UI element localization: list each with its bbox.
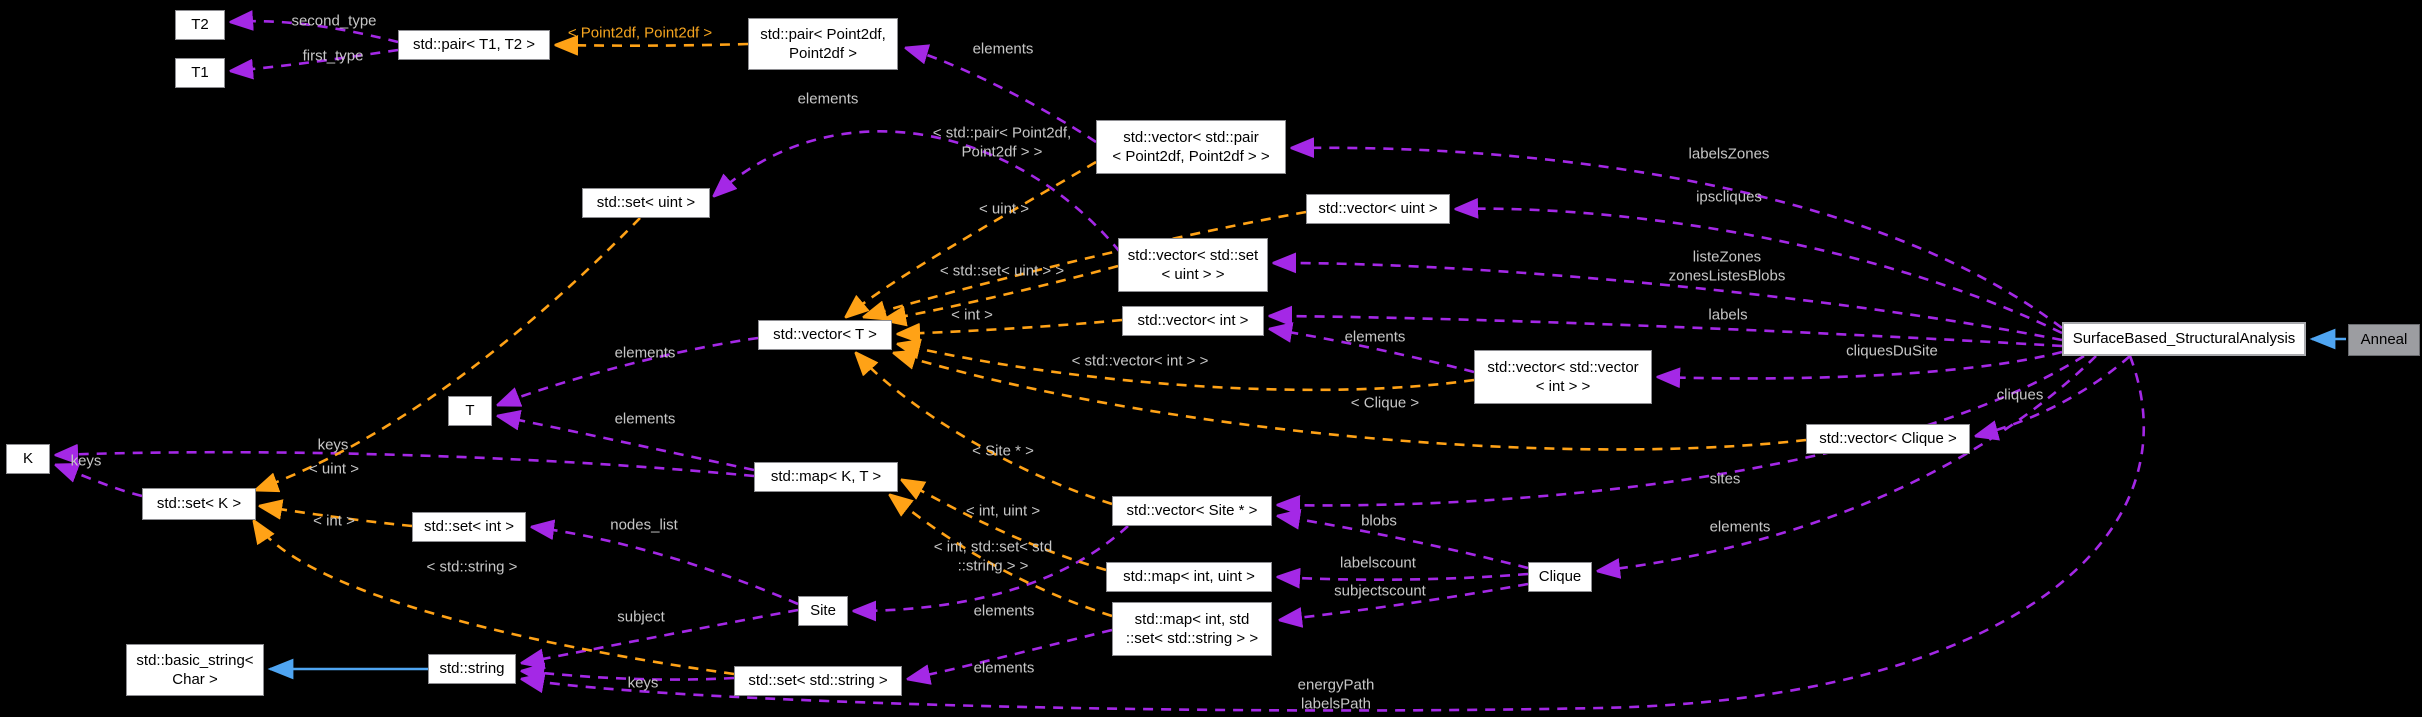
- edge-vecsite-to-site-elements: [854, 525, 1129, 611]
- node-vector-t[interactable]: std::vector< T >: [758, 320, 892, 350]
- edge-setint-to-setk-template: [260, 506, 413, 528]
- node-map-int-uint[interactable]: std::map< int, uint >: [1106, 562, 1272, 592]
- node-anneal[interactable]: Anneal: [2348, 324, 2420, 356]
- node-t[interactable]: T: [448, 396, 492, 426]
- node-k[interactable]: K: [6, 444, 50, 474]
- edge-pairp2df-to-pairt1t2-template: [556, 44, 749, 46]
- edge-setstring-to-setk-template: [254, 521, 735, 676]
- edge-vecsite-to-vect-template: [856, 353, 1113, 506]
- node-t2[interactable]: T2: [175, 10, 225, 40]
- edge-sbsa-to-vecsite-sites: [1278, 354, 2085, 505]
- edge-clique-to-mapintuint-labelscount: [1278, 574, 1529, 580]
- node-surfacebased-structuralanalysis[interactable]: SurfaceBased_StructuralAnalysis: [2062, 322, 2306, 356]
- edge-setuint-to-setk-template: [256, 217, 641, 490]
- edge-vecpair-to-vect-template: [846, 160, 1097, 317]
- node-vector-clique[interactable]: std::vector< Clique >: [1806, 424, 1970, 454]
- node-map-int-set-string[interactable]: std::map< int, std ::set< std::string > …: [1112, 602, 1272, 656]
- edge-mapintset-to-mapkt-template: [890, 495, 1113, 618]
- edge-sbsa-to-clique-elements: [1598, 355, 2097, 571]
- edge-sbsa-to-vecint-labels: [1270, 316, 2063, 348]
- edge-site-to-string-subject: [522, 608, 799, 663]
- edge-pair-to-t1-first-type: [231, 48, 399, 71]
- edge-vecclique-to-vect-template: [894, 353, 1807, 451]
- edge-mapkt-to-k-keys: [56, 452, 755, 478]
- edge-sbsa-to-vecvecint-cliquesdusite: [1658, 350, 2063, 378]
- node-clique[interactable]: Clique: [1528, 562, 1592, 592]
- edge-vecint-to-vect-template: [898, 318, 1123, 334]
- node-map-k-t[interactable]: std::map< K, T >: [754, 462, 898, 492]
- edge-sbsa-to-vecsetuint-listezones: [1274, 263, 2063, 342]
- edge-sbsa-to-vecclique-cliques: [1976, 355, 2131, 436]
- edge-vecsetuint-to-vect-template: [884, 264, 1119, 320]
- edge-vecvecint-to-vecint-elements: [1270, 329, 1475, 374]
- edge-site-to-setint-nodeslist: [532, 527, 799, 606]
- edge-mapintset-to-setstring-elements: [908, 628, 1113, 679]
- node-pair-point2df[interactable]: std::pair< Point2df, Point2df >: [748, 18, 898, 70]
- edge-clique-to-mapintset-subjectscount: [1280, 582, 1529, 620]
- edge-setstring-to-string-keys: [522, 671, 735, 680]
- node-vector-uint[interactable]: std::vector< uint >: [1306, 194, 1450, 224]
- node-string[interactable]: std::string: [428, 654, 516, 684]
- edge-sbsa-to-string-energypath: [522, 355, 2146, 712]
- edge-vecvecint-to-vect-template: [898, 344, 1475, 392]
- edge-sbsa-to-vecpair-labelszones: [1292, 148, 2063, 330]
- node-set-int[interactable]: std::set< int >: [412, 512, 526, 542]
- node-vector-set-uint[interactable]: std::vector< std::set < uint > >: [1118, 238, 1268, 292]
- node-site[interactable]: Site: [798, 596, 848, 626]
- edge-vect-to-t-elements: [498, 336, 759, 405]
- edge-pair-to-t2-second-type: [231, 21, 399, 44]
- edge-clique-to-vecsite-blobs: [1278, 516, 1529, 570]
- edge-vecpair-to-pairp2df-elements: [906, 48, 1097, 144]
- edge-setk-to-k-keys: [56, 465, 143, 498]
- node-set-string[interactable]: std::set< std::string >: [734, 666, 902, 696]
- edge-vecsetuint-to-setuint-elements: [714, 130, 1122, 253]
- node-vector-int[interactable]: std::vector< int >: [1122, 306, 1264, 336]
- node-t1[interactable]: T1: [175, 58, 225, 88]
- node-vector-site-ptr[interactable]: std::vector< Site * >: [1112, 496, 1272, 526]
- edge-mapkt-to-t-elements: [498, 416, 755, 472]
- node-basic-string[interactable]: std::basic_string< Char >: [126, 644, 264, 696]
- node-vector-vector-int[interactable]: std::vector< std::vector < int > >: [1474, 350, 1652, 404]
- edge-sbsa-to-vecuint-ipscliques: [1456, 209, 2063, 335]
- node-vector-pair-point2df[interactable]: std::vector< std::pair < Point2df, Point…: [1096, 120, 1286, 174]
- node-set-k[interactable]: std::set< K >: [142, 488, 256, 520]
- node-pair-t1t2[interactable]: std::pair< T1, T2 >: [398, 30, 550, 60]
- edge-mapintuint-to-mapkt-template: [902, 480, 1107, 572]
- node-set-uint[interactable]: std::set< uint >: [582, 188, 710, 218]
